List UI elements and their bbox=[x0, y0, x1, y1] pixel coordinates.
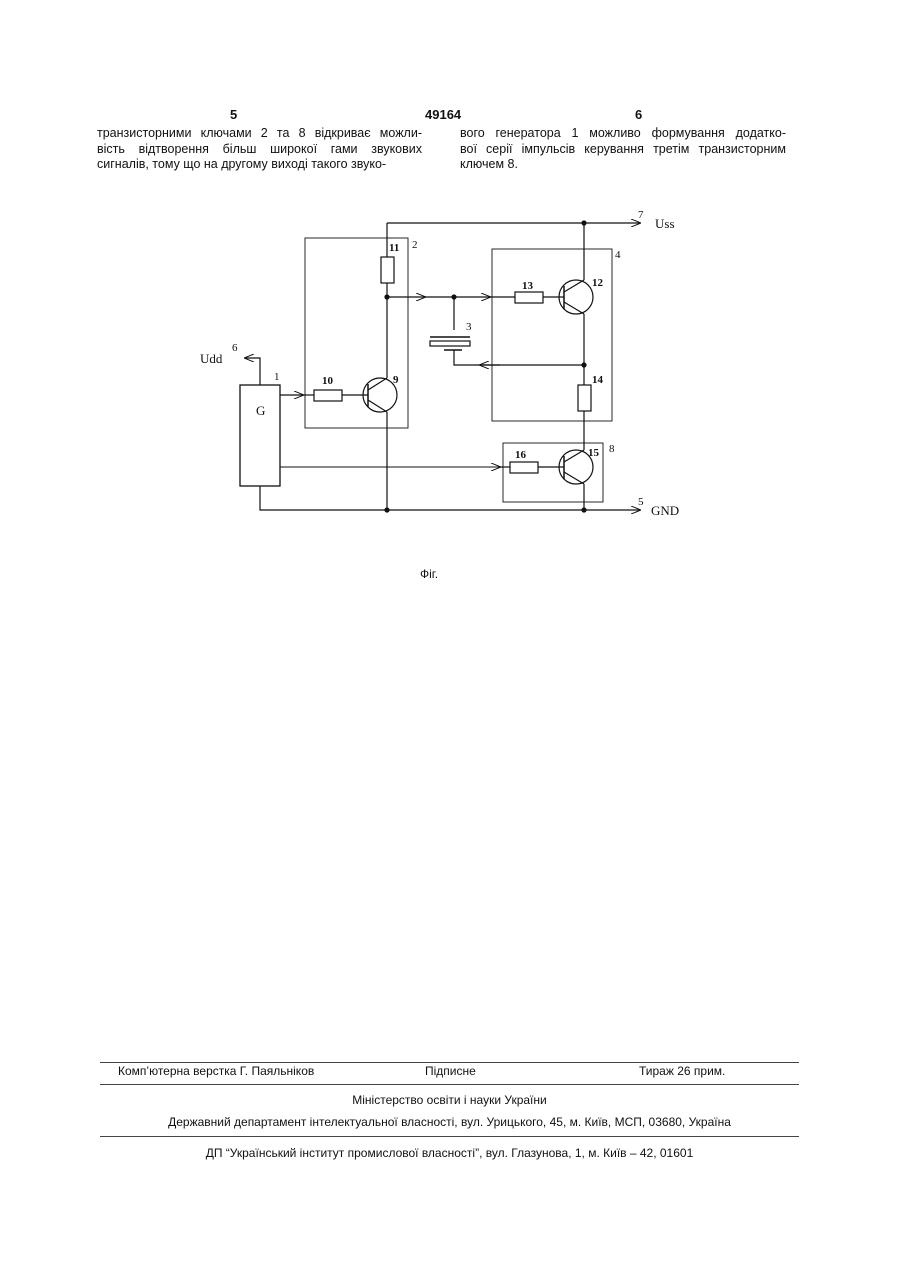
udd-label: Udd bbox=[200, 351, 223, 366]
resistor-11-label: 11 bbox=[389, 242, 399, 254]
circuit-schematic: Uss 7 Udd 6 GND 5 G 1 2 3 4 8 9 10 11 12… bbox=[0, 0, 901, 600]
gnd-label: GND bbox=[651, 503, 679, 518]
generator-label: G bbox=[256, 403, 265, 418]
terminal-7-label: 7 bbox=[638, 209, 644, 221]
resistor-13 bbox=[515, 292, 543, 303]
resistor-13-label: 13 bbox=[522, 280, 534, 292]
junction bbox=[582, 508, 586, 512]
department-line: Державний департамент інтелектуальної вл… bbox=[100, 1115, 799, 1129]
block-4-frame bbox=[492, 249, 612, 421]
terminal-6-label: 6 bbox=[232, 342, 238, 354]
block-1-label: 1 bbox=[274, 371, 280, 383]
block-4-label: 4 bbox=[615, 249, 621, 261]
wire bbox=[454, 350, 584, 365]
transistor-15-label: 15 bbox=[588, 447, 600, 459]
terminal-5-label: 5 bbox=[638, 496, 644, 508]
layout-credit: Комп’ютерна верстка Г. Паяльніков bbox=[118, 1064, 314, 1078]
resistor-14-label: 14 bbox=[592, 374, 604, 386]
signed-label: Підписне bbox=[425, 1064, 476, 1078]
resistor-16-label: 16 bbox=[515, 449, 527, 461]
capacitor-plate bbox=[430, 341, 470, 346]
block-2-label: 2 bbox=[412, 239, 418, 251]
junction bbox=[582, 221, 586, 225]
figure-caption: Фіг. bbox=[420, 567, 438, 581]
gnd-rail bbox=[260, 486, 640, 510]
institute-line: ДП “Український інститут промислової вла… bbox=[100, 1146, 799, 1160]
junction bbox=[385, 295, 389, 299]
resistor-11 bbox=[381, 257, 394, 283]
generator-block bbox=[240, 385, 280, 486]
footer-rule bbox=[100, 1136, 799, 1137]
junction bbox=[582, 363, 586, 367]
transistor-9-label: 9 bbox=[393, 374, 399, 386]
transistor-12-label: 12 bbox=[592, 277, 604, 289]
block-8-label: 8 bbox=[609, 443, 615, 455]
wire bbox=[245, 358, 260, 385]
ministry-line: Міністерство освіти і науки України bbox=[100, 1093, 799, 1107]
circulation-label: Тираж 26 прим. bbox=[639, 1064, 725, 1078]
junction bbox=[385, 508, 389, 512]
resistor-10 bbox=[314, 390, 342, 401]
uss-label: Uss bbox=[655, 216, 675, 231]
footer-rule bbox=[100, 1062, 799, 1063]
block-2-frame bbox=[305, 238, 408, 428]
resistor-14 bbox=[578, 385, 591, 411]
resistor-10-label: 10 bbox=[322, 375, 334, 387]
element-3-label: 3 bbox=[466, 321, 472, 333]
footer-rule bbox=[100, 1084, 799, 1085]
resistor-16 bbox=[510, 462, 538, 473]
